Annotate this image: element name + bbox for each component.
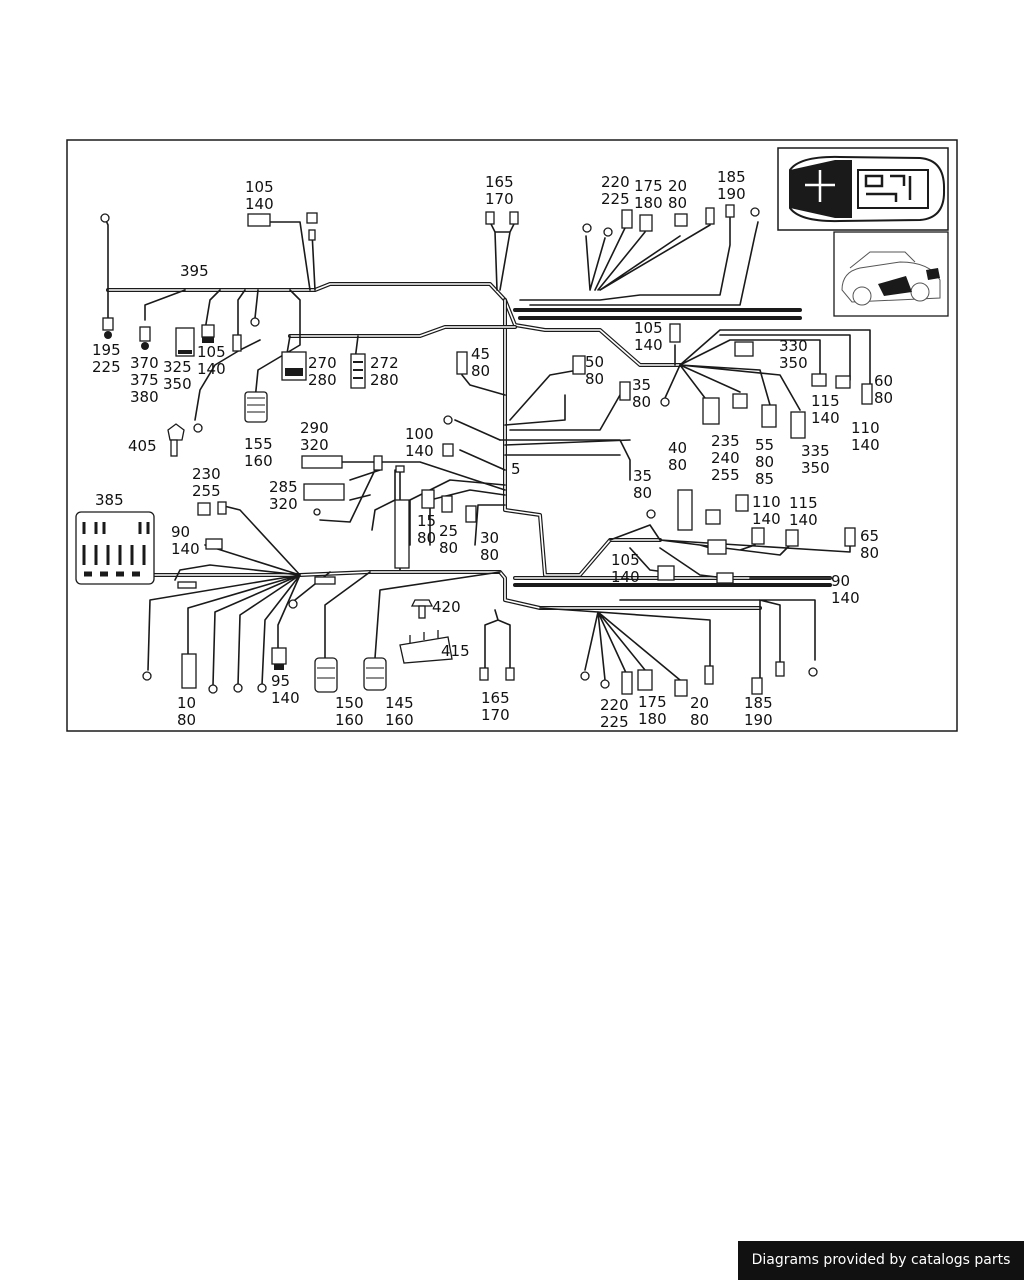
callout-label: 405 bbox=[128, 437, 157, 455]
callout-label: 5 bbox=[511, 460, 521, 478]
diagram-frame bbox=[66, 139, 958, 732]
callout-label: 385 bbox=[95, 491, 124, 509]
vehicle-top-view-thumbnail bbox=[777, 147, 949, 231]
footer-credit: Diagrams provided by catalogs parts bbox=[738, 1241, 1024, 1280]
callout-label: 395 bbox=[180, 262, 209, 280]
harness-components bbox=[75, 204, 873, 697]
callout-label: 420 bbox=[432, 598, 461, 616]
callout-label: 415 bbox=[441, 642, 470, 660]
harness-branches bbox=[104, 217, 871, 686]
vehicle-side-view-thumbnail bbox=[833, 231, 949, 317]
